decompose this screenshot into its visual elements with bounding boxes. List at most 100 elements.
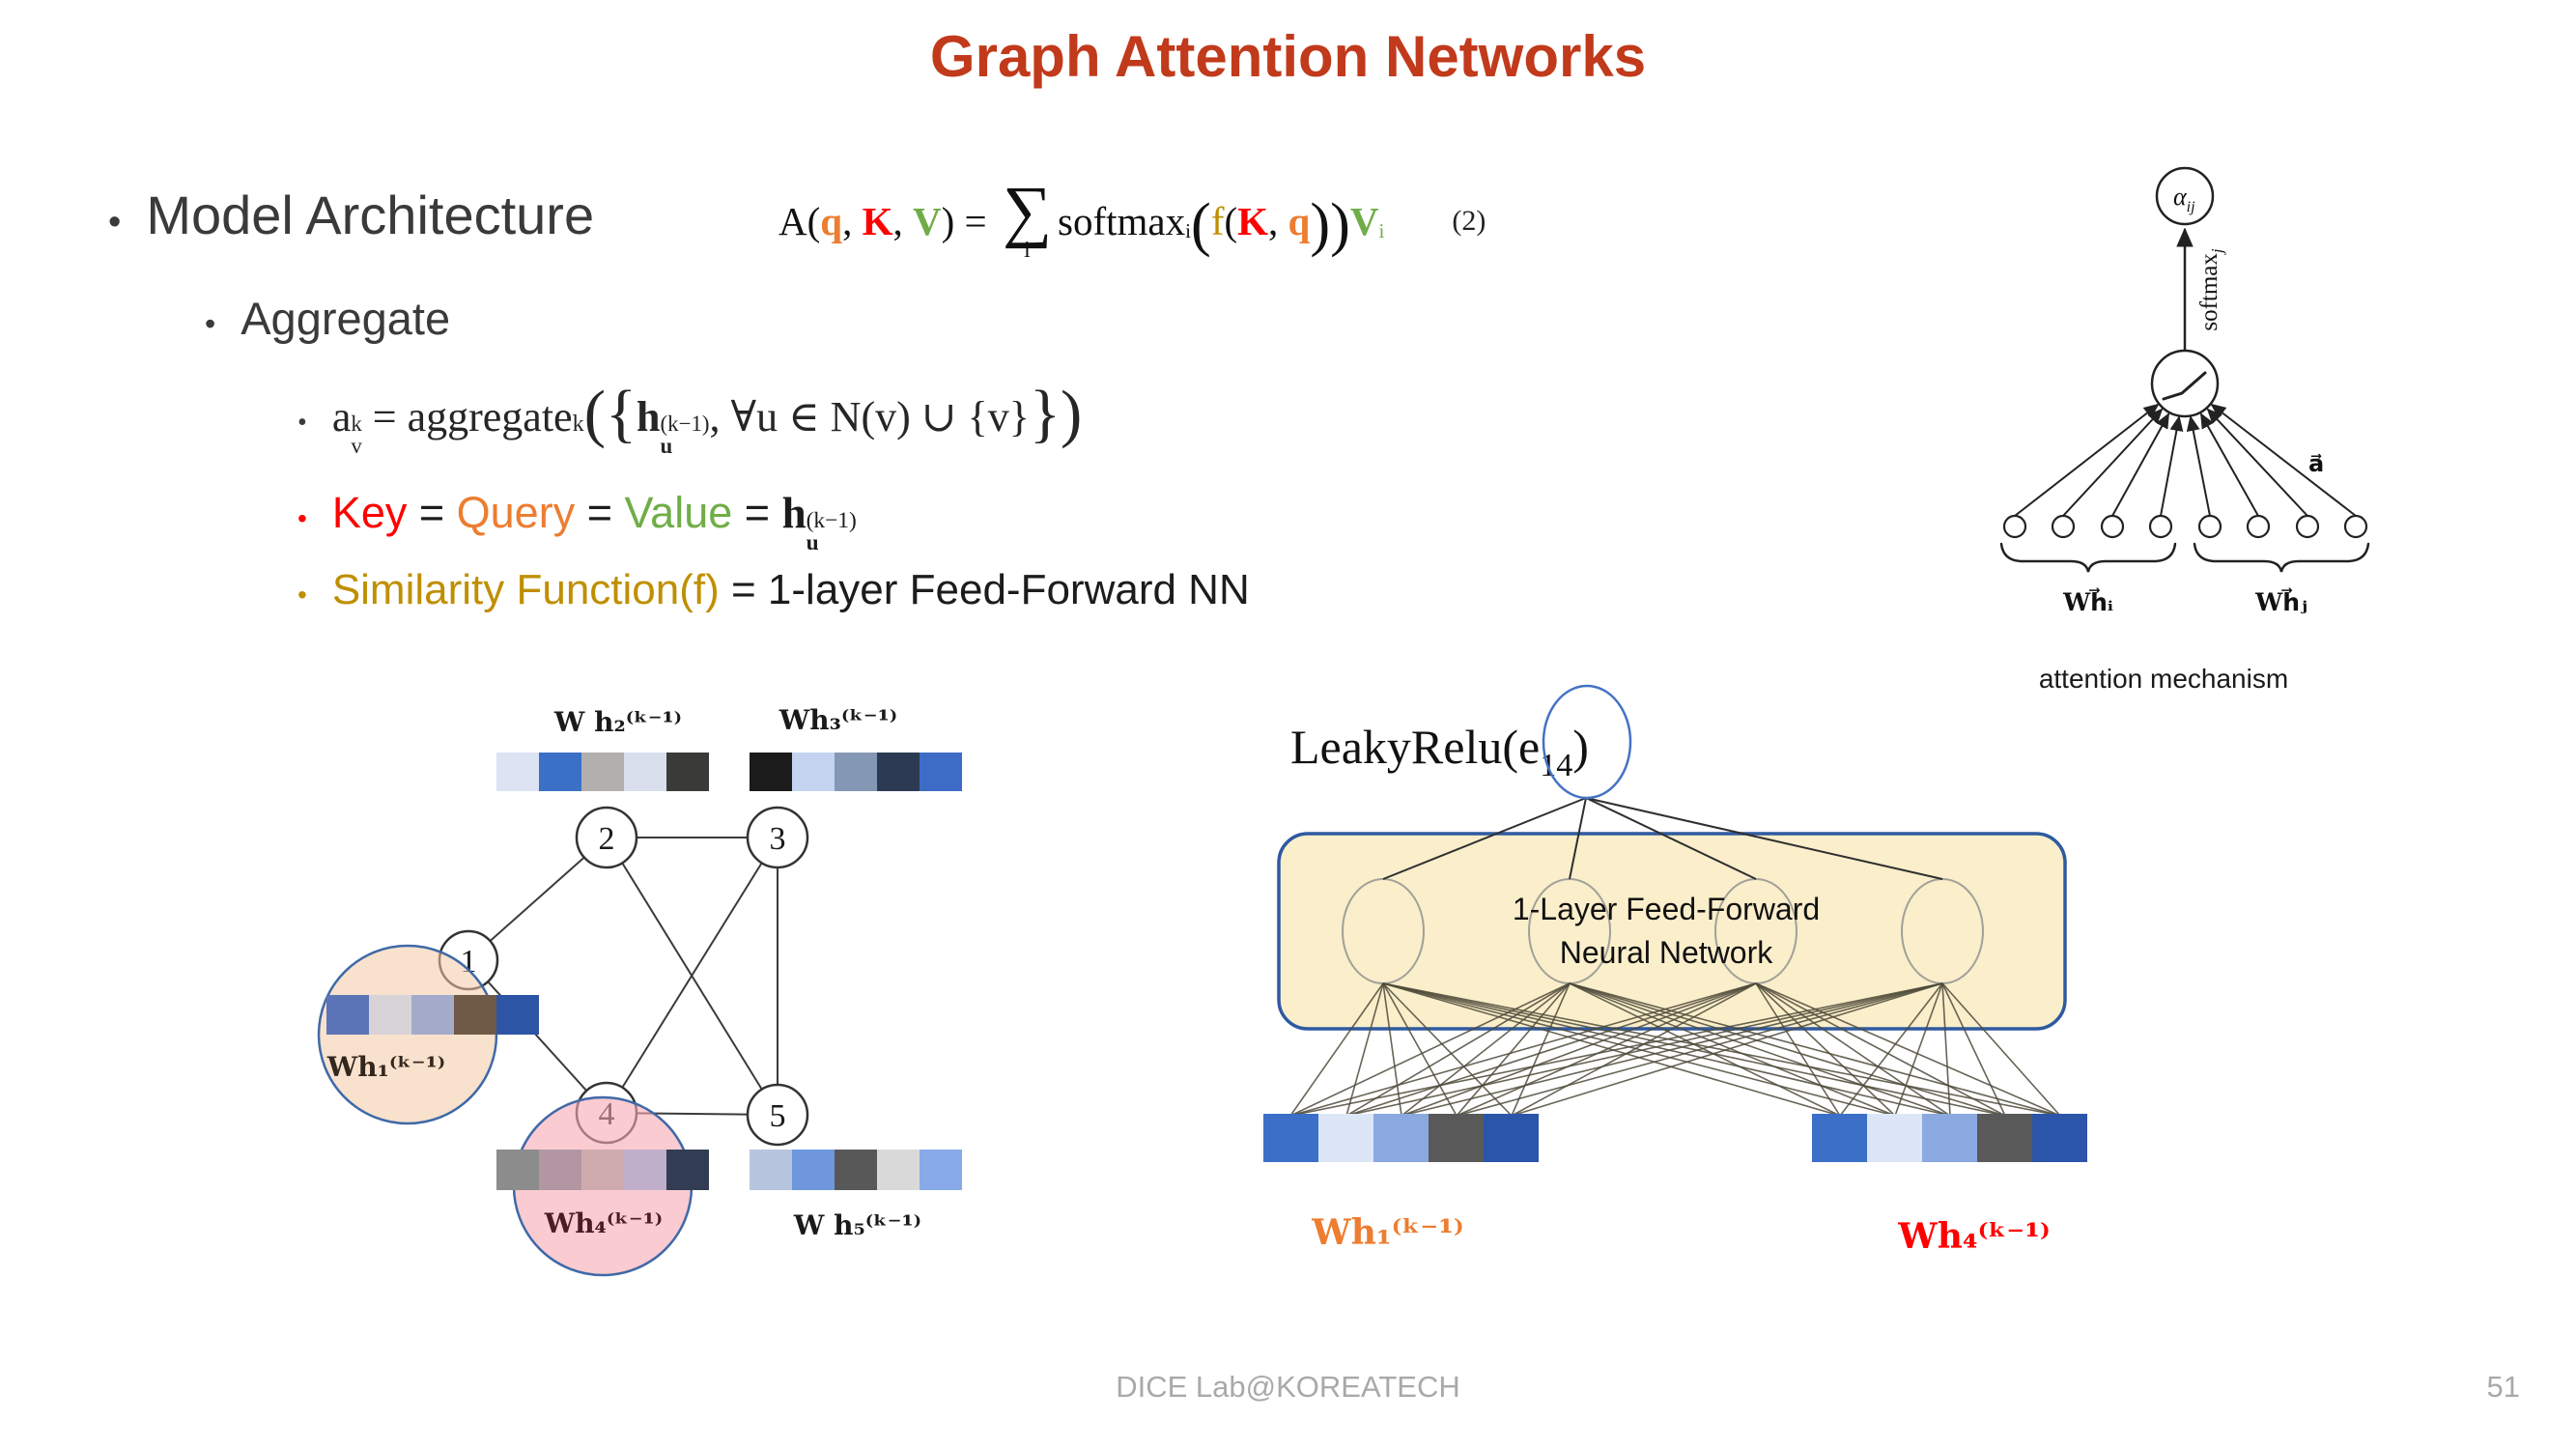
bullet-dot: • xyxy=(108,202,122,242)
agg-h: h xyxy=(637,393,661,440)
ffnn-box xyxy=(1277,832,2067,1031)
eq2-q: q xyxy=(820,198,843,243)
example-graph-diagram: 1 2 3 4 5 xyxy=(317,704,962,1277)
key-query-value-line: • Key = Query = Value = h(k−1)u xyxy=(297,488,857,555)
agg-eq: = aggregate xyxy=(361,393,573,440)
sigma-sum: ∑i xyxy=(1002,172,1053,263)
eq2-softmax: softmax xyxy=(1058,198,1186,243)
footer-text: DICE Lab@KOREATECH xyxy=(1116,1370,1460,1404)
agg-a-sup: k xyxy=(351,412,362,436)
attention-mechanism-diagram: αij softmaxj a⃗ Wh⃗ᵢ Wh⃗ⱼ attention mech… xyxy=(1999,166,2370,694)
wh5-label: W h₅⁽ᵏ⁻¹⁾ xyxy=(793,1209,921,1241)
ffnn-wh4-label: Wh₄⁽ᵏ⁻¹⁾ xyxy=(1897,1216,2050,1257)
page-title: Graph Attention Networks xyxy=(929,24,1647,89)
bullet-dot: • xyxy=(297,408,307,438)
ffnn-wh1-label: Wh₁⁽ᵏ⁻¹⁾ xyxy=(1311,1212,1463,1253)
leakyrelu-close: ) xyxy=(1572,720,1589,774)
eq2-q2: q xyxy=(1288,198,1311,243)
agg-close: }) xyxy=(1029,378,1083,449)
equation-number: (2) xyxy=(1452,204,1486,237)
eq-sign: = xyxy=(407,488,457,537)
agg-a-sub: v xyxy=(351,433,362,458)
agg-rest: , ∀u ∈ N(v) ∪ {v} xyxy=(709,393,1030,440)
page-number: 51 xyxy=(2486,1370,2520,1404)
eq2-V: V xyxy=(912,198,942,243)
e14-highlight-ellipse xyxy=(1542,684,1632,800)
agg-open: ({ xyxy=(583,378,637,449)
wh4-vector xyxy=(496,1150,709,1190)
node-5-label: 5 xyxy=(770,1098,786,1134)
agg-k-sup: k xyxy=(572,411,584,437)
eq2-eq: ) = xyxy=(941,198,997,243)
wh3-vector xyxy=(750,753,962,791)
similarity-rest: = 1-layer Feed-Forward NN xyxy=(719,566,1250,613)
wh4-label: Wh₄⁽ᵏ⁻¹⁾ xyxy=(544,1208,663,1239)
agg-h-sup: (k−1) xyxy=(660,412,710,436)
similarity-label: Similarity Function(f) xyxy=(331,566,720,613)
ffnn-wh1-vector xyxy=(1263,1114,1539,1162)
leakyrelu-e: e xyxy=(1518,720,1540,774)
a-vector-label: a⃗ xyxy=(2308,449,2324,477)
svg-text:softmaxj: softmaxj xyxy=(2196,248,2226,331)
aggregate-label: Aggregate xyxy=(241,293,451,344)
model-architecture-label: Model Architecture xyxy=(146,185,595,245)
wh5-vector xyxy=(750,1150,962,1190)
graph-node-5 xyxy=(746,1083,809,1147)
whi-label: Wh⃗ᵢ xyxy=(2062,587,2113,616)
ffnn-diagram: 1-Layer Feed-Forward Neural Network Leak… xyxy=(1263,684,2087,1257)
graph-node-2 xyxy=(575,806,638,869)
wh1-vector xyxy=(326,995,539,1035)
alpha-node xyxy=(2155,166,2215,226)
eq2-Vi-sub: i xyxy=(1378,218,1385,242)
bullet-aggregate: • Aggregate xyxy=(205,292,450,345)
query-label: Query xyxy=(456,488,576,537)
whj-label: Wh⃗ⱼ xyxy=(2254,587,2307,616)
alpha-sub: ij xyxy=(2187,199,2195,215)
leakyrelu-curve xyxy=(2162,371,2207,401)
bullet-model-architecture: • Model Architecture xyxy=(108,184,594,246)
wh2-vector xyxy=(496,753,709,791)
bullet-dot: • xyxy=(205,306,216,341)
input-units xyxy=(2002,514,2368,539)
agg-h-sub: u xyxy=(660,433,673,458)
node-2-label: 2 xyxy=(599,821,615,857)
key-label: Key xyxy=(331,488,408,537)
bullet-dot: • xyxy=(297,503,307,533)
eq2-A: A( xyxy=(778,198,821,243)
ffnn-weight-lines xyxy=(1289,982,2061,1117)
kqv-h-sub: u xyxy=(806,530,819,556)
wh2-label: W h₂⁽ᵏ⁻¹⁾ xyxy=(553,706,682,738)
agg-a: a xyxy=(331,393,352,440)
wh1-label: Wh₁⁽ᵏ⁻¹⁾ xyxy=(326,1051,445,1083)
graph-node-3 xyxy=(746,806,809,869)
svg-text:αij: αij xyxy=(2173,183,2195,215)
ffnn-box-label-1: 1-Layer Feed-Forward xyxy=(1513,892,1820,926)
similarity-line: • Similarity Function(f) = 1-layer Feed-… xyxy=(297,566,1250,614)
eq2-softmax-sub: i xyxy=(1185,218,1192,242)
attention-caption: attention mechanism xyxy=(2039,664,2288,694)
right-brace xyxy=(2193,542,2370,573)
left-brace xyxy=(1999,542,2177,573)
leakyrelu-node xyxy=(2150,349,2220,418)
bullet-dot: • xyxy=(297,580,307,610)
ffnn-wh4-vector xyxy=(1812,1114,2087,1162)
eq-sign: = xyxy=(575,488,625,537)
svg-text:LeakyRelu(e14): LeakyRelu(e14) xyxy=(1290,720,1589,783)
wh3-label: Wh₃⁽ᵏ⁻¹⁾ xyxy=(778,704,897,736)
eq-sign: = xyxy=(732,488,782,537)
softmaxj-label: softmax xyxy=(2196,253,2222,331)
alpha-label: α xyxy=(2173,183,2188,211)
eq2-K2: K xyxy=(1237,198,1269,243)
eq2-Vi: V xyxy=(1349,198,1379,243)
leakyrelu-prefix: LeakyRelu( xyxy=(1290,720,1518,774)
eq2-K: K xyxy=(862,198,893,243)
kqv-h-sup: (k−1) xyxy=(806,508,857,533)
value-label: Value xyxy=(624,488,733,537)
eq2-f: f xyxy=(1210,198,1225,243)
kqv-h: h xyxy=(781,489,807,537)
ffnn-box-label-2: Neural Network xyxy=(1560,935,1774,970)
